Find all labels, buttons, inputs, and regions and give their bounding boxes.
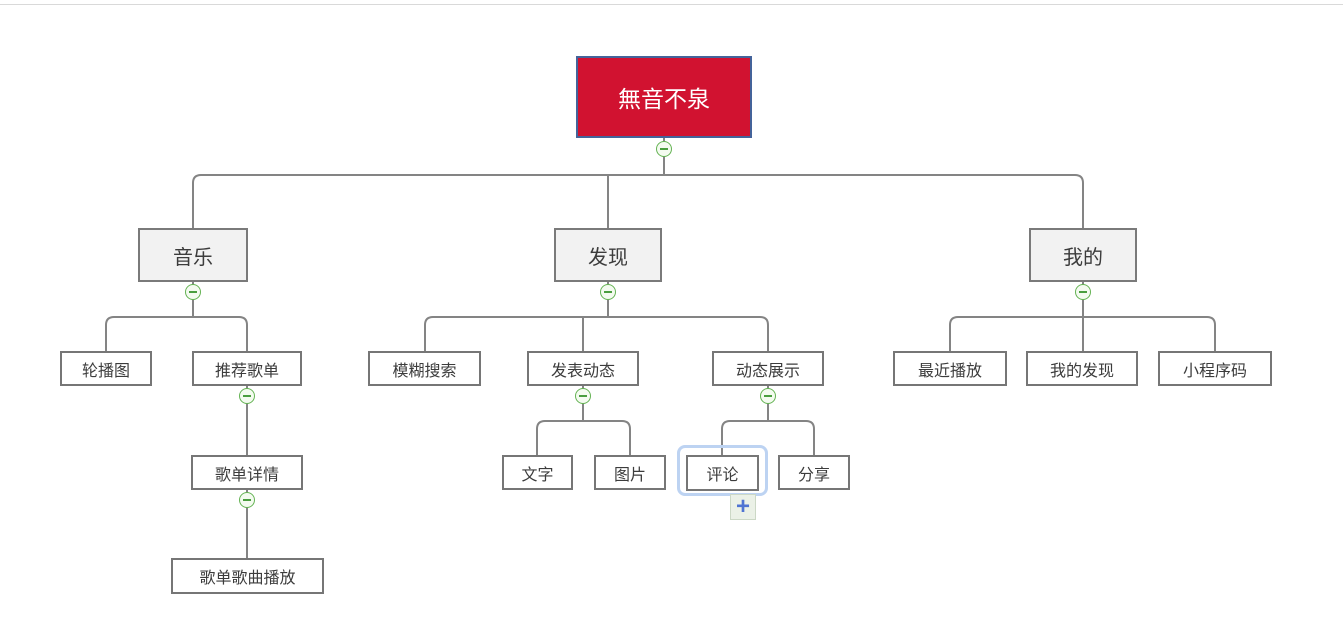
node-mini-program-code-label: 小程序码 (1182, 362, 1247, 380)
node-comment[interactable]: 评论 (686, 455, 759, 491)
node-carousel[interactable]: 轮播图 (60, 351, 152, 386)
collapse-icon-post-moment[interactable] (575, 388, 591, 404)
minus-icon (243, 499, 251, 501)
minus-icon (189, 291, 197, 293)
node-image[interactable]: 图片 (594, 455, 666, 490)
minus-icon (660, 148, 668, 150)
connector-mine-rail (949, 316, 1216, 351)
minus-icon (1079, 291, 1087, 293)
node-post-moment-label: 发表动态 (550, 362, 615, 380)
node-recent-play[interactable]: 最近播放 (893, 351, 1007, 386)
node-carousel-label: 轮播图 (81, 362, 130, 380)
node-root-label: 無音不泉 (618, 86, 710, 112)
node-discover[interactable]: 发现 (554, 228, 662, 282)
collapse-icon-root[interactable] (656, 141, 672, 157)
connector-music-rail (105, 316, 248, 351)
top-divider (0, 4, 1343, 5)
node-comment-label: 评论 (706, 467, 739, 484)
connector-momentdisplay-rail (721, 420, 815, 455)
connector-postmoment-rail (536, 420, 631, 455)
node-playlist-detail-label: 歌单详情 (214, 466, 279, 484)
add-node-button[interactable]: + (730, 494, 756, 520)
node-share-label: 分享 (797, 466, 830, 484)
node-discover-label: 发现 (588, 246, 628, 269)
plus-icon: + (735, 493, 750, 520)
collapse-icon-discover[interactable] (600, 284, 616, 300)
minus-icon (604, 291, 612, 293)
node-moment-display-label: 动态展示 (735, 362, 800, 380)
minus-icon (243, 395, 251, 397)
node-my-discover-label: 我的发现 (1049, 362, 1114, 380)
node-image-label: 图片 (613, 466, 646, 484)
collapse-icon-music[interactable] (185, 284, 201, 300)
node-text[interactable]: 文字 (502, 455, 573, 490)
node-playlist-song-play[interactable]: 歌单歌曲播放 (171, 558, 324, 594)
node-share[interactable]: 分享 (778, 455, 850, 490)
node-text-label: 文字 (521, 466, 554, 484)
node-music-label: 音乐 (173, 246, 213, 269)
node-recommended-playlist[interactable]: 推荐歌单 (192, 351, 302, 386)
connector-discover-rail (424, 316, 769, 351)
collapse-icon-playlist-detail[interactable] (239, 492, 255, 508)
node-mini-program-code[interactable]: 小程序码 (1158, 351, 1272, 386)
node-fuzzy-search[interactable]: 模糊搜索 (368, 351, 481, 386)
collapse-icon-moment-display[interactable] (760, 388, 776, 404)
node-playlist-detail[interactable]: 歌单详情 (191, 455, 303, 490)
node-mine[interactable]: 我的 (1029, 228, 1137, 282)
minus-icon (764, 395, 772, 397)
node-fuzzy-search-label: 模糊搜索 (392, 362, 457, 380)
node-post-moment[interactable]: 发表动态 (527, 351, 639, 386)
node-playlist-song-play-label: 歌单歌曲播放 (199, 570, 296, 587)
node-recommended-playlist-label: 推荐歌单 (214, 362, 279, 380)
collapse-icon-mine[interactable] (1075, 284, 1091, 300)
node-moment-display[interactable]: 动态展示 (712, 351, 824, 386)
node-my-discover[interactable]: 我的发现 (1026, 351, 1138, 386)
node-root[interactable]: 無音不泉 (576, 56, 752, 138)
node-recent-play-label: 最近播放 (917, 362, 982, 380)
connector-root-rail (192, 174, 1084, 228)
selection-ring (677, 445, 768, 496)
collapse-icon-recommended-playlist[interactable] (239, 388, 255, 404)
minus-icon (579, 395, 587, 397)
node-music[interactable]: 音乐 (138, 228, 248, 282)
node-mine-label: 我的 (1063, 246, 1103, 269)
